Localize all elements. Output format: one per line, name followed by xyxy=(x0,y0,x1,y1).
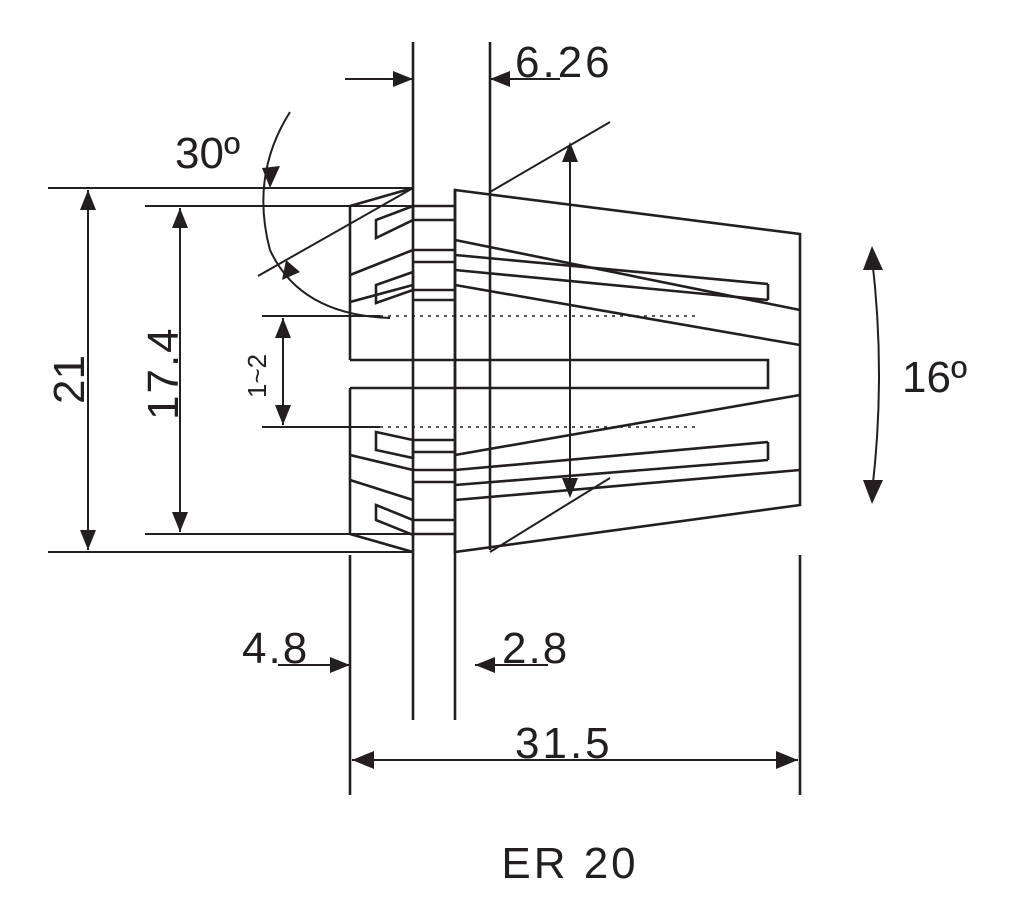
dim-left-step: 4.8 xyxy=(242,624,350,673)
dim-inner-diameter: 17.4 xyxy=(139,205,413,535)
label-inner-diameter: 17.4 xyxy=(139,326,188,420)
dim-taper-angle: 16º xyxy=(863,246,967,504)
dim-overall-length: 31.5 xyxy=(352,719,798,769)
dim-outer-diameter: 21 xyxy=(45,187,413,553)
label-slot-gap: 1~2 xyxy=(242,354,272,398)
dim-slot-gap: 1~2 xyxy=(242,315,380,428)
label-overall-length: 31.5 xyxy=(515,719,613,768)
reference-lines xyxy=(348,42,802,795)
dim-top-width: 6.26 xyxy=(345,38,613,87)
label-outer-diameter: 21 xyxy=(45,355,94,404)
dim-slot-width: 2.8 xyxy=(475,624,569,673)
label-slot-width: 2.8 xyxy=(502,624,569,673)
drawing-title: ER 20 xyxy=(501,839,638,888)
collet-body xyxy=(348,186,802,554)
label-taper-angle: 16º xyxy=(902,353,967,402)
dim-taper-span xyxy=(489,142,611,553)
label-chamfer-angle: 30º xyxy=(175,129,240,178)
label-top-width: 6.26 xyxy=(515,38,613,87)
label-left-step: 4.8 xyxy=(242,624,309,673)
dim-chamfer-angle: 30º xyxy=(175,111,611,319)
